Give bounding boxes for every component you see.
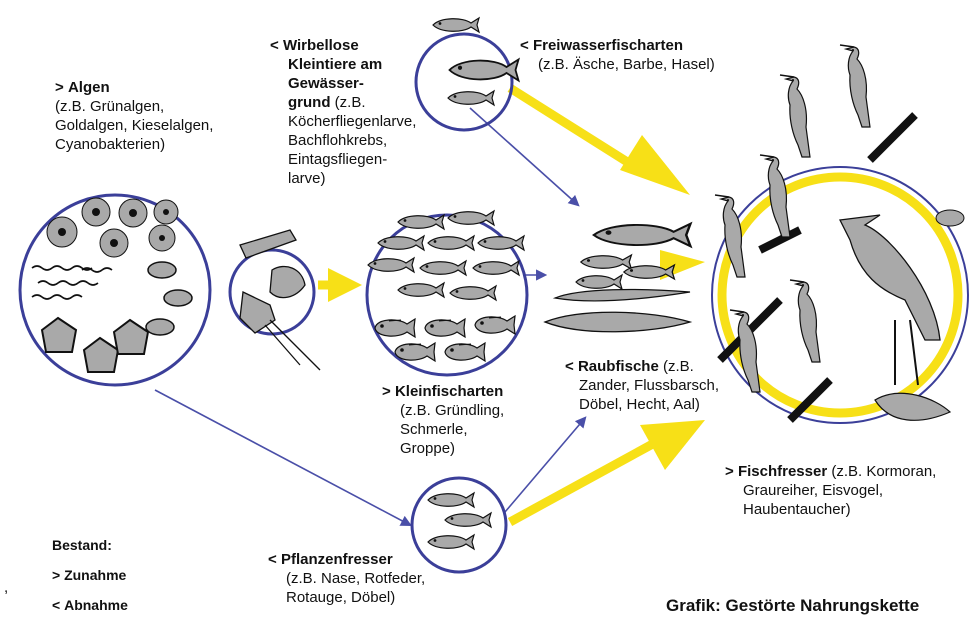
- predator-label: < Raubfische (z.B. Zander, Flussbarsch, …: [565, 357, 719, 414]
- algae-name: Algen: [68, 79, 110, 96]
- small-fish-line-2: Schmerle,: [382, 420, 504, 439]
- invertebrates-line-1: Köcherfliegenlarve,: [270, 112, 416, 131]
- open-water-symbol: <: [520, 37, 529, 54]
- fish-eater-line-1: Graureiher, Eisvogel,: [725, 481, 936, 500]
- predator-line-1: Zander, Flussbarsch,: [565, 376, 719, 395]
- footer-title: Grafik: Gestörte Nahrungskette: [666, 596, 919, 616]
- herbivore-line-1: (z.B. Nase, Rotfeder,: [268, 569, 425, 588]
- small-fish-line-1: (z.B. Gründling,: [382, 401, 504, 420]
- open-water-label: < Freiwasserfischarten (z.B. Äsche, Barb…: [520, 36, 715, 74]
- invertebrates-name-4: grund: [288, 94, 331, 111]
- herbivore-line-2: Rotauge, Döbel): [268, 588, 425, 607]
- small-fish-illustration: [368, 211, 524, 361]
- open-water-name: Freiwasserfischarten: [533, 37, 683, 54]
- algae-symbol: >: [55, 79, 64, 96]
- algae-line-1: (z.B. Grünalgen,: [55, 97, 213, 116]
- predator-eg: (z.B.: [659, 358, 694, 375]
- fish-eater-label: > Fischfresser (z.B. Kormoran, Graureihe…: [725, 462, 936, 519]
- open-water-fish-illustration: [433, 18, 519, 105]
- invertebrates-symbol: <: [270, 37, 279, 54]
- small-fish-symbol: >: [382, 383, 391, 400]
- herbivore-fish-illustration: [428, 493, 491, 549]
- legend-down: Abnahme: [64, 597, 128, 613]
- predator-name: Raubfische: [578, 358, 659, 375]
- invertebrates-label: < Wirbellose Kleintiere am Gewässer- gru…: [270, 36, 416, 188]
- predator-symbol: <: [565, 358, 574, 375]
- legend-up-symbol: >: [52, 567, 60, 583]
- predator-fish-illustration: [545, 224, 690, 332]
- fish-eater-name: Fischfresser: [738, 463, 827, 480]
- small-fish-line-3: Groppe): [382, 439, 504, 458]
- small-fish-label: > Kleinfischarten (z.B. Gründling, Schme…: [382, 382, 504, 458]
- invertebrates-line-4: larve): [270, 169, 416, 188]
- fish-eater-eg: (z.B. Kormoran,: [827, 463, 936, 480]
- legend-up: Zunahme: [64, 567, 126, 583]
- legend: Bestand: > Zunahme < Abnahme: [52, 530, 128, 620]
- invertebrates-line-3: Eintagsfliegen-: [270, 150, 416, 169]
- algae-label: > Algen (z.B. Grünalgen, Goldalgen, Kies…: [55, 78, 213, 154]
- invertebrates-name-3: Gewässer-: [288, 75, 364, 92]
- invertebrates-eg: (z.B.: [331, 94, 366, 111]
- open-water-fish-circle: [416, 34, 512, 130]
- fish-eater-line-2: Haubentaucher): [725, 500, 936, 519]
- algae-line-2: Goldalgen, Kieselalgen,: [55, 116, 213, 135]
- invertebrates-name-1: Wirbellose: [283, 37, 359, 54]
- legend-title: Bestand:: [52, 537, 112, 553]
- algae-line-3: Cyanobakterien): [55, 135, 213, 154]
- herbivore-label: < Pflanzenfresser (z.B. Nase, Rotfeder, …: [268, 550, 425, 607]
- algae-illustration: [32, 198, 192, 372]
- stray-mark: ,: [4, 578, 8, 597]
- invertebrates-name-2: Kleintiere am: [288, 56, 382, 73]
- herbivore-symbol: <: [268, 551, 277, 568]
- predator-line-2: Döbel, Hecht, Aal): [565, 395, 719, 414]
- invertebrates-line-2: Bachflohkrebs,: [270, 131, 416, 150]
- small-fish-name: Kleinfischarten: [395, 383, 503, 400]
- fish-eater-symbol: >: [725, 463, 734, 480]
- open-water-detail: (z.B. Äsche, Barbe, Hasel): [520, 55, 715, 74]
- herbivore-name: Pflanzenfresser: [281, 551, 393, 568]
- legend-down-symbol: <: [52, 597, 60, 613]
- fish-eater-illustration: [715, 45, 964, 420]
